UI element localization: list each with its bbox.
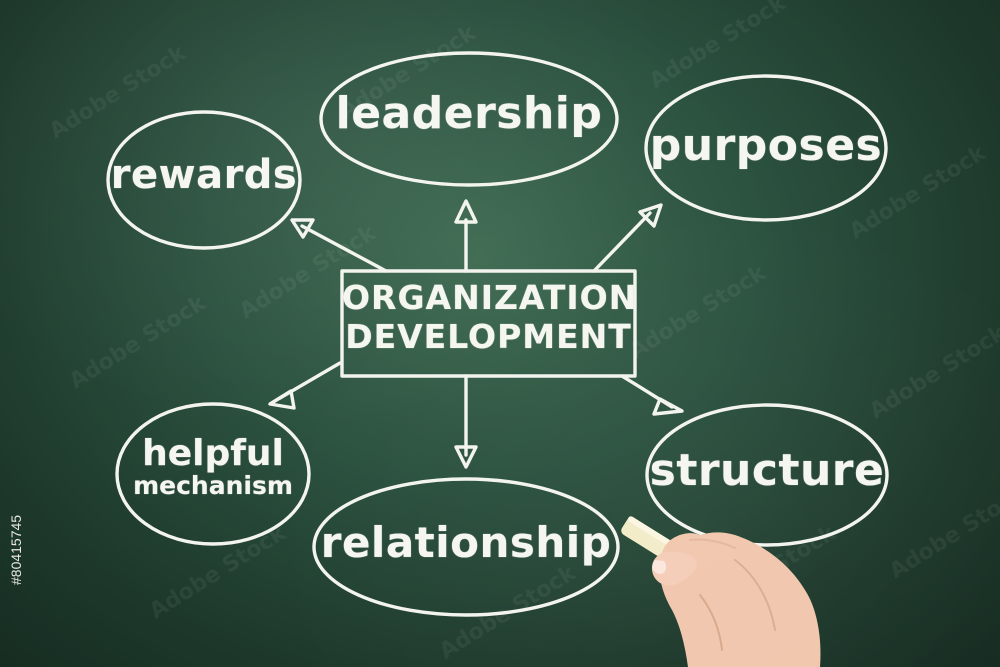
purposes-ellipse (644, 74, 888, 222)
node-rewards: rewards (110, 152, 298, 198)
node-helpful-mechanism: helpful mechanism (117, 436, 309, 500)
arrow-head (454, 445, 478, 469)
arrow-head (652, 397, 684, 416)
rewards-ellipse (106, 110, 302, 250)
center-title-line-1: ORGANIZATION (342, 278, 638, 317)
arrow-head (268, 389, 296, 410)
arrow-head (454, 199, 478, 224)
node-structure: structure (649, 445, 885, 496)
node-relationship: relationship (320, 518, 612, 567)
center-box (340, 269, 637, 378)
relationship-ellipse (312, 477, 620, 617)
node-leadership: leadership (335, 88, 603, 139)
connector-line (300, 224, 388, 273)
hand (651, 532, 821, 667)
center-title-line-2: DEVELOPMENT (345, 316, 632, 356)
stock-id: #80415745 (8, 514, 24, 585)
arrow-head (290, 218, 315, 239)
node-helpful-line-2: mechanism (133, 471, 293, 500)
structure-ellipse (645, 403, 889, 547)
arrow-head (638, 203, 663, 228)
center-title: ORGANIZATION DEVELOPMENT (342, 278, 638, 357)
node-helpful-line-1: helpful (142, 433, 284, 474)
leadership-ellipse (319, 51, 619, 187)
node-purposes: purposes (649, 120, 883, 171)
helpful-mechanism-ellipse (115, 402, 311, 546)
connector-line (592, 211, 652, 273)
